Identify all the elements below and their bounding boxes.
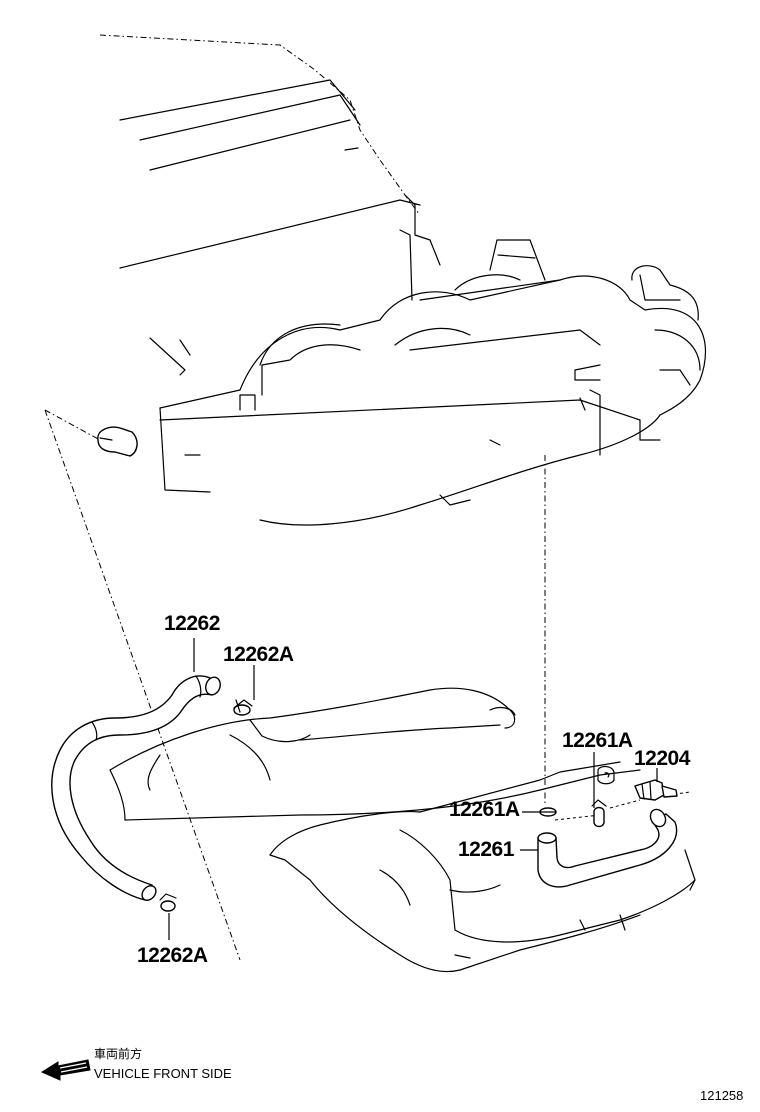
vehicle-front-label-cn: 車両前方 — [94, 1047, 143, 1061]
clamp-12262a-lower — [159, 893, 177, 912]
part-label-12204[interactable]: 12204 — [634, 747, 690, 770]
clamp-12261a-mid — [539, 807, 557, 817]
part-label-12261[interactable]: 12261 — [458, 838, 514, 861]
reference-lines — [44, 409, 691, 961]
vehicle-front-arrow-icon — [40, 1059, 91, 1081]
pcv-valve-12204 — [634, 779, 678, 801]
part-label-12262a-upper[interactable]: 12262A — [223, 643, 294, 666]
hose-12261 — [537, 808, 678, 888]
clamp-12262a-upper — [233, 699, 253, 716]
part-label-12261a-mid[interactable]: 12261A — [449, 798, 520, 821]
part-label-12261a-top[interactable]: 12261A — [562, 729, 633, 752]
hose-12262 — [51, 675, 221, 901]
part-label-12262[interactable]: 12262 — [164, 612, 220, 635]
engine-upper-assembly — [97, 34, 707, 526]
figure-id: 121258 — [700, 1088, 744, 1103]
leader-lines — [168, 638, 658, 940]
valve-cover — [109, 687, 696, 973]
part-label-12262a-lower[interactable]: 12262A — [137, 944, 208, 967]
vehicle-front-label-en: VEHICLE FRONT SIDE — [94, 1066, 232, 1081]
